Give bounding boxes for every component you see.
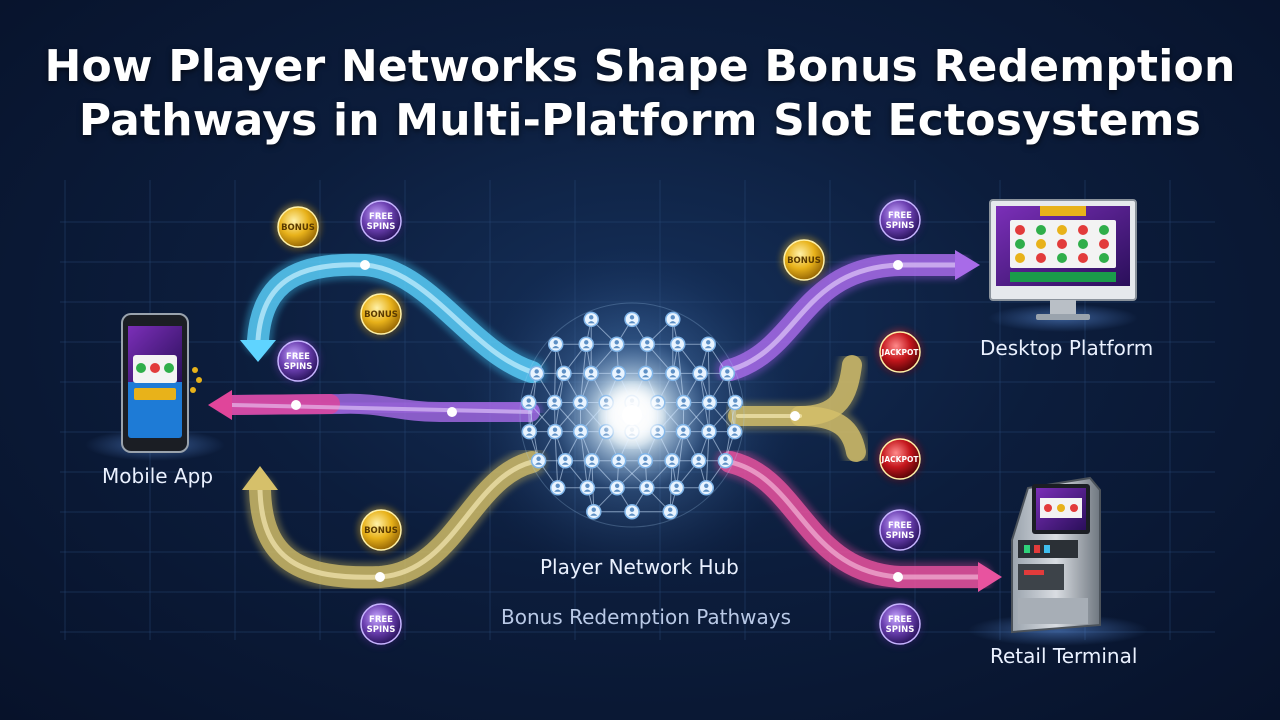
bonus-coin-icon: BONUS [274, 203, 322, 251]
hub-player-node [586, 503, 602, 520]
pathway-purple [208, 390, 543, 425]
hub-player-node [530, 453, 547, 469]
bonus-redemption-pathways-caption: Bonus Redemption Pathways [501, 605, 792, 629]
hub-player-node [584, 453, 600, 469]
token-label: FREE [888, 615, 912, 625]
token-label: BONUS [364, 526, 398, 536]
pathway-blue [240, 249, 547, 387]
hub-player-node [547, 423, 563, 440]
token-label: SPINS [886, 531, 915, 541]
hub-player-node [609, 480, 625, 496]
token-label: FREE [369, 615, 393, 625]
hub-player-node [717, 453, 734, 469]
hub-player-node [624, 311, 640, 328]
mobile-app-label: Mobile App [102, 464, 214, 488]
hub-player-node [700, 336, 717, 353]
token-label: BONUS [787, 256, 821, 266]
hub-player-node [549, 480, 566, 496]
hub-player-node [583, 365, 599, 382]
token-label: SPINS [367, 625, 396, 635]
hub-player-node [608, 336, 625, 353]
hub-player-node [528, 365, 545, 382]
hub-player-node [639, 336, 656, 353]
hub-player-node [521, 423, 538, 440]
hub-player-node [675, 394, 692, 411]
jackpot-coin-icon: JACKPOT [876, 435, 924, 483]
desktop-platform-label: Desktop Platform [980, 336, 1154, 360]
token-label: JACKPOT [881, 455, 920, 464]
hub-player-node [578, 336, 594, 353]
token-label: FREE [286, 352, 310, 362]
hub-player-node [664, 453, 680, 469]
token-label: FREE [369, 212, 393, 222]
title-line-2: Pathways in Multi-Platform Slot Ectosyst… [78, 95, 1202, 146]
retail-terminal-device [968, 476, 1148, 646]
token-label: JACKPOT [881, 348, 920, 357]
hub-player-node [557, 453, 574, 469]
hub-player-node [572, 394, 589, 411]
token-label: SPINS [886, 221, 915, 231]
token-label: SPINS [284, 362, 313, 372]
player-network-hub [519, 302, 745, 528]
pathway-gold-right [724, 351, 870, 466]
hub-label: Player Network Hub [540, 555, 739, 579]
jackpot-coin-icon: JACKPOT [876, 328, 924, 376]
token-label: SPINS [367, 222, 396, 232]
hub-player-node [701, 394, 718, 411]
hub-player-node [726, 423, 743, 440]
token-label: SPINS [886, 625, 915, 635]
bonus-tokens: BONUSFREESPINSBONUSFREESPINSBONUSFREESPI… [274, 196, 924, 648]
hub-player-node [583, 311, 599, 328]
hub-player-node [547, 336, 564, 353]
page-title: How Player Networks Shape Bonus Redempti… [0, 40, 1280, 148]
hub-player-node [727, 394, 743, 411]
token-label: BONUS [281, 223, 315, 233]
hub-player-node [692, 365, 708, 382]
token-label: FREE [888, 521, 912, 531]
bonus-coin-icon: BONUS [357, 290, 405, 338]
hub-player-node [556, 365, 572, 382]
hub-player-node [690, 453, 707, 469]
hub-player-node [624, 503, 640, 520]
hub-player-node [610, 453, 627, 469]
hub-player-node [521, 394, 537, 411]
hub-player-node [665, 365, 681, 382]
pathway-gold-left [242, 447, 547, 593]
hub-player-node [670, 336, 686, 353]
desktop-platform-device [988, 199, 1138, 332]
hub-player-node [665, 311, 681, 328]
hub-player-node [637, 365, 654, 382]
hub-player-node [698, 480, 715, 496]
title-line-1: How Player Networks Shape Bonus Redempti… [44, 41, 1236, 92]
hub-player-node [579, 480, 596, 496]
pathway-pink [715, 447, 1002, 592]
hub-player-node [701, 423, 717, 440]
hub-player-node [719, 365, 736, 382]
token-label: BONUS [364, 310, 398, 320]
hub-player-node [675, 423, 692, 440]
retail-terminal-label: Retail Terminal [990, 644, 1138, 668]
pathway-purple-right [715, 250, 980, 385]
hub-player-node [662, 503, 678, 520]
token-label: FREE [888, 211, 912, 221]
hub-player-node [639, 480, 655, 496]
bonus-coin-icon: BONUS [780, 236, 828, 284]
bonus-coin-icon: BONUS [357, 506, 405, 554]
hub-player-node [637, 453, 654, 469]
hub-player-node [546, 394, 563, 411]
hub-player-node [572, 423, 589, 440]
mobile-app-device [85, 313, 225, 461]
pathways [208, 249, 1002, 593]
hub-player-node [610, 365, 627, 382]
hub-player-node [668, 480, 685, 496]
